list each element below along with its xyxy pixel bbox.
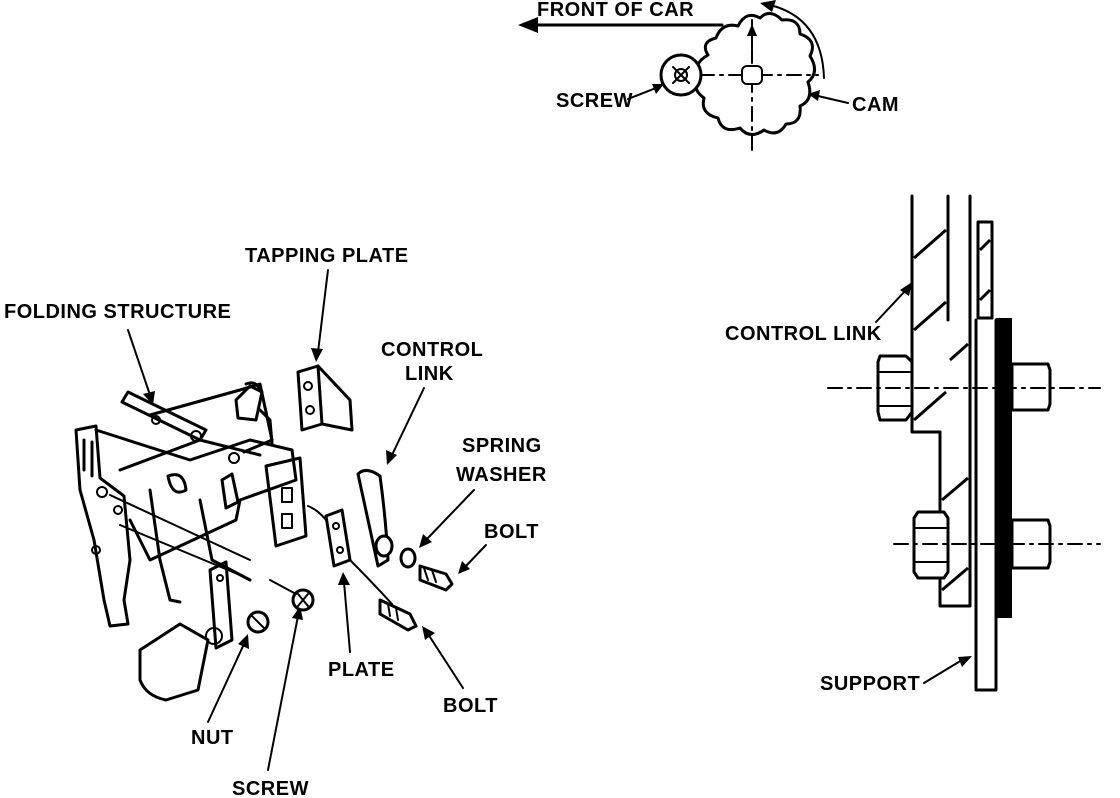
front-of-car-label: FRONT OF CAR (537, 0, 694, 21)
folding-structure-label: FOLDING STRUCTURE (4, 301, 231, 323)
exploded-assembly: TAPPING PLATE FOLDING STRUCTURE CONTROL … (4, 245, 547, 798)
spring-washer (399, 547, 417, 569)
lower-bolt (378, 598, 418, 632)
upper-bolt (418, 564, 454, 592)
control-link-label-left-line1: CONTROL (381, 339, 483, 361)
upper-bolt-section (827, 354, 1101, 422)
cam-rotation-arrow (769, 4, 825, 79)
nut-label: NUT (191, 727, 234, 749)
cam-center-hub (741, 65, 763, 85)
screw-label-top: SCREW (556, 90, 633, 112)
leader-lines (127, 269, 487, 771)
control-link-part (356, 469, 394, 568)
folding-structure-arm (120, 381, 274, 464)
bolt-label-upper: BOLT (484, 521, 539, 543)
bolt-label-lower: BOLT (443, 695, 498, 717)
screw-label-bottom: SCREW (232, 778, 309, 798)
cam-detail: FRONT OF CAR SCREW CAM (518, 0, 899, 153)
front-of-car-arrow (518, 17, 724, 33)
lower-bolt-section (893, 510, 1101, 580)
cross-section: CONTROL LINK SUPPORT (725, 194, 1101, 695)
tapping-plate-label: TAPPING PLATE (245, 245, 409, 267)
cam-outline (694, 12, 816, 136)
plate-section (976, 220, 994, 320)
control-link-label-right: CONTROL LINK (725, 323, 882, 345)
nut-and-screw (246, 579, 315, 634)
support-label: SUPPORT (820, 673, 920, 695)
control-link-label-left-line2: LINK (405, 363, 454, 385)
fasteners (378, 547, 454, 632)
support-section (974, 318, 1012, 692)
spring-washer-label-line1: SPRING (462, 435, 542, 457)
tapping-plate (296, 364, 354, 432)
plate-part (307, 505, 393, 605)
hinge-body (74, 424, 298, 628)
spring-washer-label-line2: WASHER (456, 464, 547, 486)
gasket-strip (996, 318, 1012, 618)
cam-label: CAM (852, 94, 899, 116)
lower-bracket (138, 456, 308, 702)
plate-label: PLATE (328, 659, 395, 681)
